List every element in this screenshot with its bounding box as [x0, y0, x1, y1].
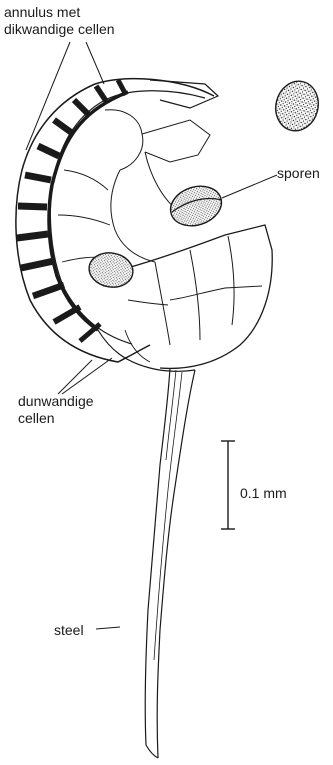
spore	[165, 180, 226, 232]
label-dunwandige-cellen: dunwandige cellen	[18, 393, 94, 427]
label-steel: steel	[54, 622, 84, 639]
thick-cell-wall	[74, 100, 88, 114]
spore	[86, 249, 135, 290]
label-annulus-line-2: dikwandige cellen	[4, 21, 115, 38]
thick-cell-wall	[96, 86, 106, 101]
label-annulus: annulus met dikwandige cellen	[4, 4, 115, 38]
label-dunwandige-line-2: cellen	[18, 410, 94, 427]
label-sporen: sporen	[277, 165, 320, 182]
spore	[271, 77, 324, 136]
thick-cell-wall	[17, 234, 48, 238]
label-dunwandige-line-1: dunwandige	[18, 393, 94, 410]
thick-cell-wall	[33, 285, 64, 296]
stalk	[145, 368, 195, 758]
thick-cell-wall	[54, 120, 72, 133]
thick-cell-wall	[18, 206, 47, 207]
thick-cell-wall	[21, 261, 54, 268]
thick-cell-wall	[38, 146, 59, 156]
scale-bar	[221, 441, 235, 529]
thick-cell-wall	[80, 324, 100, 341]
thick-cell-wall	[25, 175, 51, 180]
label-annulus-line-1: annulus met	[4, 4, 115, 21]
scale-bar-label: 0.1 mm	[240, 485, 287, 502]
spores	[86, 77, 323, 291]
